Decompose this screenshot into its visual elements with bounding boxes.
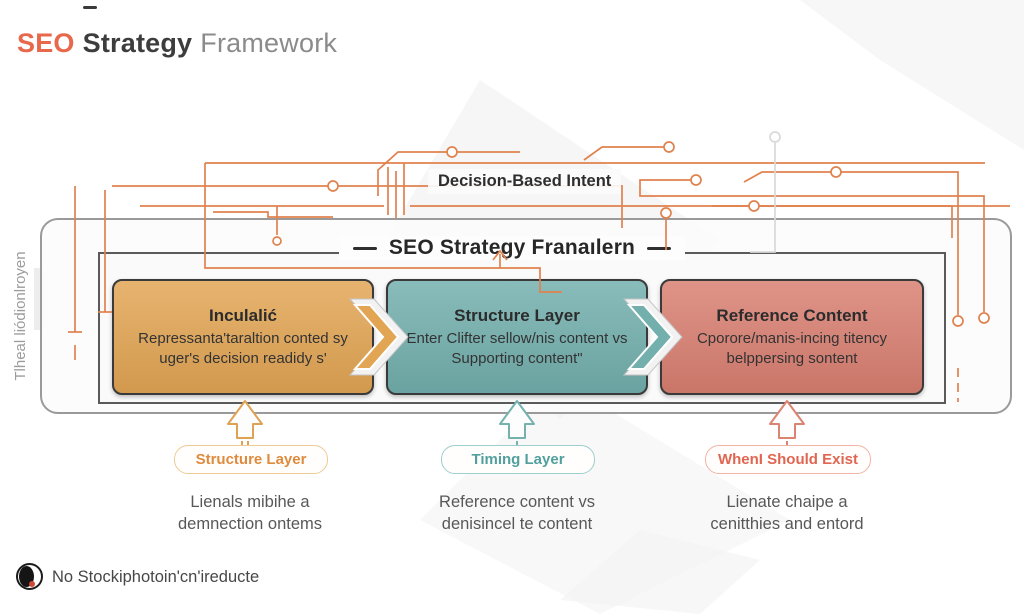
brand-logo-icon (16, 563, 43, 590)
framework-title-row: SEO Strategy Franaılern (0, 236, 1024, 260)
page-title-seo: SEO (17, 28, 75, 58)
description-line: Lienate chaipe a (726, 493, 848, 511)
badge-structure-layer: Structure Layer (174, 445, 328, 474)
description-when: Lienate chaipe a cenitthies and entord (652, 492, 922, 536)
brand-text: No Stockiphotoin'cn'ireducte (52, 568, 260, 586)
title-dash-left (352, 246, 377, 250)
flow-box-body: Repressanta'taraltion conted sy uger's d… (138, 329, 348, 367)
badge-when-should-exist: WhenI Should Exist (705, 445, 871, 474)
page-title-framework: Framework (200, 28, 338, 58)
description-line: Reference content vs (439, 493, 595, 511)
flow-box-intent: Inculalić Repressanta'taraltion conted s… (112, 279, 374, 395)
badge-timing-layer: Timing Layer (441, 445, 595, 474)
title-dash-right (647, 246, 672, 250)
flow-box-reference: Reference Content Cporore/manis-incing t… (660, 279, 924, 395)
decision-intent-label: Decision-Based Intent (428, 169, 622, 194)
description-line: cenitthies and entord (710, 514, 864, 533)
flow-box-body: Cporore/manis-incing titency belppersing… (696, 329, 888, 367)
description-line: denisincel te content (441, 514, 593, 533)
page-title-strategy: Strategy (82, 28, 193, 58)
flow-box-title: Structure Layer (454, 305, 580, 325)
framework-title: SEO Strategy Franaılern (388, 236, 636, 259)
top-tick-decoration (83, 6, 97, 9)
flow-box-structure: Structure Layer Enter Clifter sellow/nis… (386, 279, 648, 395)
flow-box-body: Enter Clifter sellow/nis content vs Supp… (406, 329, 628, 367)
flow-box-title: Inculalić (208, 305, 278, 325)
description-timing: Reference content vs denisincel te conte… (382, 492, 652, 536)
flow-box-title: Reference Content (716, 305, 868, 325)
description-line: demnection ontems (178, 514, 322, 533)
description-structure: Lienals mibihe a demnection ontems (115, 492, 385, 536)
description-line: Lienals mibihe a (190, 493, 310, 511)
